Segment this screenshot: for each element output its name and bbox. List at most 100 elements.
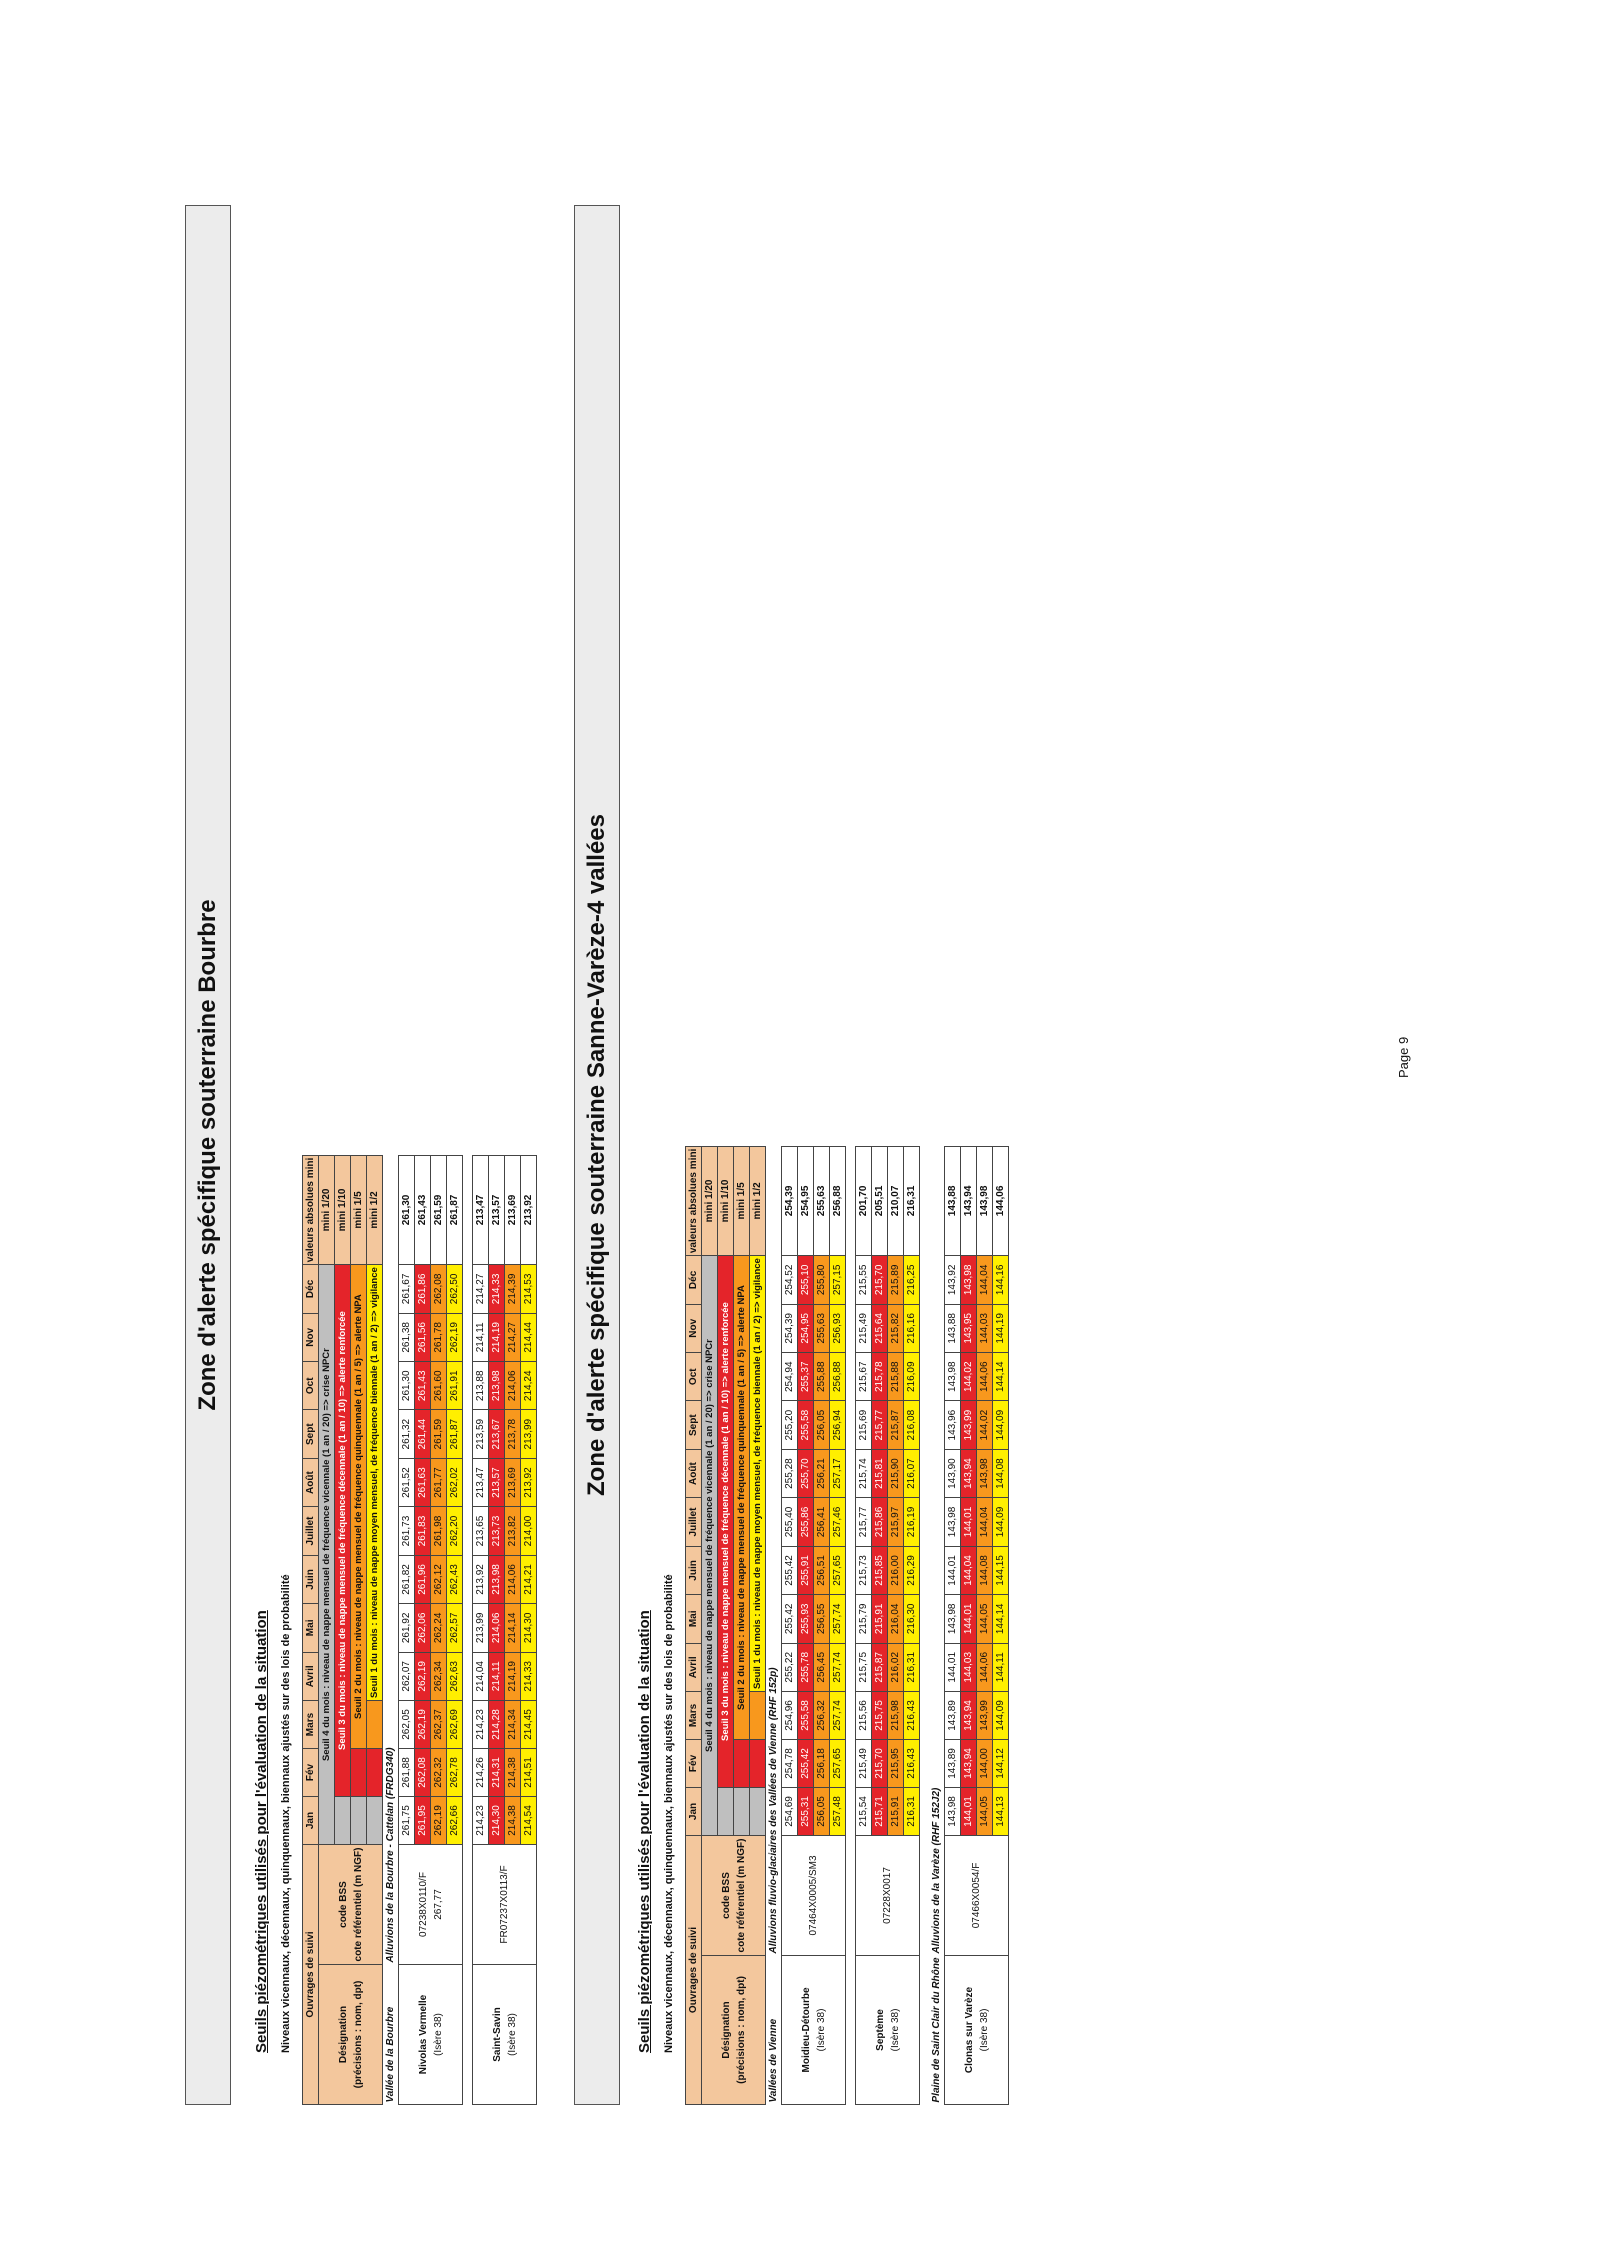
- threshold-value: 257,17: [829, 1449, 846, 1498]
- section-region: Vallée de la Bourbre: [385, 2006, 396, 2103]
- station-name: Nivolas Vermelle: [417, 1994, 429, 2075]
- threshold-value: 261,73: [398, 1506, 415, 1556]
- threshold-value: 215,56: [855, 1691, 872, 1740]
- threshold-value: 216,31: [903, 1787, 920, 1836]
- threshold-value: 257,74: [829, 1643, 846, 1692]
- threshold-value: 213,73: [488, 1506, 505, 1556]
- legend-fill: [749, 1739, 766, 1788]
- abs-min-value: 213,47: [472, 1155, 489, 1265]
- threshold-value: 254,52: [781, 1255, 798, 1305]
- threshold-value: 262,57: [446, 1603, 463, 1653]
- threshold-value: 214,31: [488, 1748, 505, 1797]
- threshold-value: 261,95: [414, 1796, 431, 1845]
- designation-label: Désignation: [720, 2001, 732, 2059]
- threshold-value: 254,39: [781, 1304, 798, 1353]
- threshold-value: 144,05: [976, 1787, 993, 1836]
- station-name-cell: Moidieu-Détourbe(Isère 38): [781, 1955, 846, 2105]
- legend-fill: [749, 1787, 766, 1836]
- abs-min-value: 143,88: [944, 1146, 961, 1256]
- abs-min-value: 210,07: [887, 1146, 904, 1256]
- threshold-value: 215,81: [871, 1449, 888, 1498]
- threshold-value: 262,08: [430, 1264, 447, 1314]
- threshold-value: 214,33: [520, 1652, 537, 1701]
- threshold-value: 215,71: [871, 1787, 888, 1836]
- seuil-ref: mini 1/20: [318, 1155, 335, 1265]
- col-month: Mai: [302, 1603, 319, 1653]
- threshold-value: 215,74: [855, 1449, 872, 1498]
- col-month: Mai: [685, 1594, 702, 1644]
- threshold-value: 215,49: [855, 1304, 872, 1353]
- threshold-value: 215,67: [855, 1352, 872, 1401]
- threshold-value: 254,69: [781, 1787, 798, 1836]
- threshold-value: 213,98: [488, 1555, 505, 1604]
- threshold-value: 144,16: [992, 1255, 1009, 1305]
- threshold-value: 262,50: [446, 1264, 463, 1314]
- threshold-value: 262,19: [430, 1796, 447, 1845]
- threshold-value: 214,06: [504, 1555, 521, 1604]
- station-dpt: (Isère 38): [978, 2008, 990, 2052]
- station-code: 07464X0005/SM3: [808, 1855, 819, 1936]
- legend-fill: [334, 1796, 351, 1845]
- abs-min-value: 213,57: [488, 1155, 505, 1265]
- legend-fill: [733, 1787, 750, 1836]
- col-month: Juin: [302, 1555, 319, 1604]
- threshold-value: 144,14: [992, 1352, 1009, 1401]
- station-name-cell: Saint-Savin(Isère 38): [472, 1964, 537, 2105]
- threshold-value: 214,45: [520, 1700, 537, 1749]
- threshold-value: 215,55: [855, 1255, 872, 1305]
- threshold-value: 214,14: [504, 1603, 521, 1653]
- threshold-value: 261,30: [398, 1361, 415, 1410]
- threshold-value: 261,43: [414, 1361, 431, 1410]
- code-bss-label: code BSS: [720, 1872, 732, 1919]
- threshold-value: 213,82: [504, 1506, 521, 1556]
- threshold-value: 214,11: [488, 1652, 505, 1701]
- threshold-value: 214,54: [520, 1796, 537, 1845]
- threshold-value: 143,98: [944, 1594, 961, 1644]
- threshold-value: 215,82: [887, 1304, 904, 1353]
- threshold-value: 144,06: [976, 1643, 993, 1692]
- threshold-value: 256,05: [813, 1400, 830, 1450]
- threshold-value: 143,99: [976, 1691, 993, 1740]
- threshold-value: 144,15: [992, 1546, 1009, 1595]
- threshold-value: 254,94: [781, 1352, 798, 1401]
- threshold-value: 262,12: [430, 1555, 447, 1604]
- threshold-value: 262,05: [398, 1700, 415, 1749]
- abs-min-value: 201,70: [855, 1146, 872, 1256]
- threshold-value: 144,06: [976, 1352, 993, 1401]
- station-name-cell: Clonas sur Varèze(Isère 38): [944, 1955, 1009, 2105]
- col-month: Jan: [685, 1787, 702, 1836]
- threshold-value: 143,94: [960, 1739, 977, 1788]
- legend-fill: [717, 1787, 734, 1836]
- threshold-value: 215,90: [887, 1449, 904, 1498]
- section-region: Vallées de Vienne: [768, 2018, 779, 2103]
- col-month: Nov: [302, 1313, 319, 1362]
- threshold-value: 144,01: [960, 1787, 977, 1836]
- threshold-value: 214,34: [504, 1700, 521, 1749]
- threshold-value: 262,43: [446, 1555, 463, 1604]
- threshold-value: 262,02: [446, 1458, 463, 1507]
- threshold-value: 144,02: [976, 1400, 993, 1450]
- threshold-value: 256,94: [829, 1400, 846, 1450]
- threshold-value: 216,19: [903, 1497, 920, 1547]
- threshold-value: 256,05: [813, 1787, 830, 1836]
- station-name: Moidieu-Détourbe: [800, 1987, 812, 2073]
- threshold-value: 215,75: [871, 1691, 888, 1740]
- threshold-value: 214,24: [520, 1361, 537, 1410]
- threshold-value: 216,00: [887, 1546, 904, 1595]
- threshold-value: 144,02: [960, 1352, 977, 1401]
- threshold-value: 262,08: [414, 1748, 431, 1797]
- threshold-value: 144,00: [976, 1739, 993, 1788]
- threshold-value: 255,20: [781, 1400, 798, 1450]
- threshold-value: 214,44: [520, 1313, 537, 1362]
- threshold-value: 143,99: [960, 1400, 977, 1450]
- col-abs: valeurs absolues mini: [685, 1146, 702, 1256]
- col-month: Oct: [685, 1352, 702, 1401]
- col-month: Déc: [685, 1255, 702, 1305]
- threshold-value: 257,65: [829, 1739, 846, 1788]
- threshold-value: 214,26: [472, 1748, 489, 1797]
- seuil-3-label: Seuil 3 du mois : niveau de nappe mensue…: [334, 1264, 351, 1797]
